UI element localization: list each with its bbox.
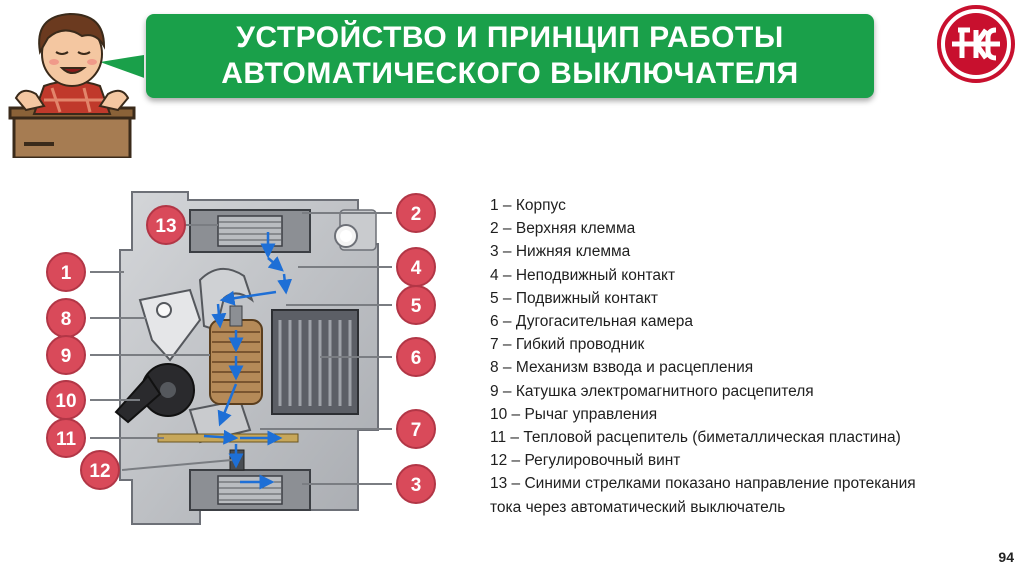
legend-item: 1 – Корпус	[490, 197, 566, 214]
arc-chute	[271, 309, 359, 415]
svg-text:2: 2	[411, 204, 422, 225]
badge-12: 12	[80, 450, 120, 490]
company-logo-icon	[937, 5, 1015, 83]
svg-text:10: 10	[55, 391, 76, 412]
page-title-line2: АВТОМАТИЧЕСКОГО ВЫКЛЮЧАТЕЛЯ	[221, 57, 799, 90]
svg-text:4: 4	[411, 258, 422, 279]
badge-1: 1	[46, 252, 86, 292]
legend-item: 12 – Регулировочный винт	[490, 452, 681, 470]
legend-item: 8 – Механизм взвода и расцепления	[490, 359, 754, 377]
legend-item: 5 – Подвижный контакт	[490, 289, 658, 307]
component-legend: 1 – Корпус 2 – Верхняя клемма 3 – Нижняя…	[490, 194, 1010, 519]
legend-item: 4 – Неподвижный контакт	[490, 266, 676, 284]
legend-item-continuation: тока через автоматический выключатель	[490, 498, 786, 516]
badge-10: 10	[46, 380, 86, 420]
badge-2: 2	[396, 193, 436, 233]
legend-item: 11 – Тепловой расцепитель (биметаллическ…	[490, 429, 901, 447]
legend-item: 3 – Нижняя клемма	[490, 243, 631, 261]
svg-text:1: 1	[61, 263, 72, 284]
badge-9: 9	[46, 335, 86, 375]
badge-5: 5	[396, 285, 436, 325]
svg-text:9: 9	[61, 346, 72, 367]
legend-item: 9 – Катушка электромагнитного расцепител…	[490, 382, 814, 400]
badge-6: 6	[396, 337, 436, 377]
legend-item: 2 – Верхняя клемма	[490, 220, 636, 238]
svg-text:13: 13	[155, 216, 176, 237]
svg-text:8: 8	[61, 309, 72, 330]
svg-text:6: 6	[411, 348, 422, 369]
badge-11: 11	[46, 418, 86, 458]
circuit-breaker-diagram: 1 2 3 4 5 6 7 8 9 10 11 12 13	[46, 191, 436, 525]
badge-7: 7	[396, 409, 436, 449]
legend-item: 7 – Гибкий проводник	[490, 336, 645, 354]
page-title-line1: УСТРОЙСТВО И ПРИНЦИП РАБОТЫ	[236, 21, 784, 54]
badge-4: 4	[396, 247, 436, 287]
page-number: 94	[998, 549, 1014, 565]
svg-text:11: 11	[56, 429, 77, 450]
legend-item: 10 – Рычаг управления	[490, 405, 658, 423]
badge-8: 8	[46, 298, 86, 338]
trip-mechanism	[138, 288, 202, 362]
title-banner: УСТРОЙСТВО И ПРИНЦИП РАБОТЫ АВТОМАТИЧЕСК…	[146, 14, 874, 98]
legend-item: 6 – Дугогасительная камера	[490, 313, 694, 331]
svg-text:5: 5	[411, 296, 422, 317]
svg-text:12: 12	[89, 461, 110, 482]
badge-3: 3	[396, 464, 436, 504]
presenter-mascot-icon	[8, 12, 144, 158]
svg-text:3: 3	[411, 475, 422, 496]
svg-text:7: 7	[411, 420, 422, 441]
legend-item: 13 – Синими стрелками показано направлен…	[490, 475, 916, 493]
badge-13: 13	[146, 205, 186, 245]
